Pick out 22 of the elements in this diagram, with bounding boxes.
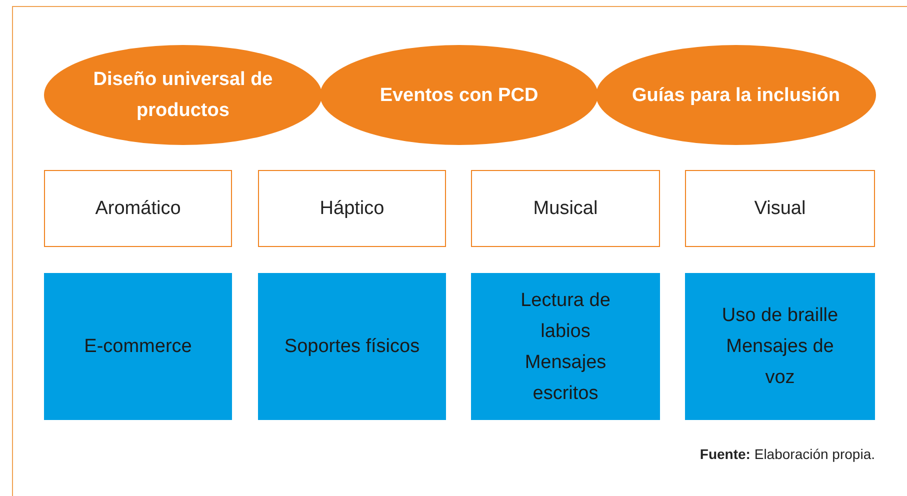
node-text: Mensajes de voz [725, 335, 835, 390]
node-text: Musical [533, 197, 598, 221]
sense-box [44, 170, 232, 247]
sense-box [258, 170, 446, 247]
source-note: Fuente: Elaboración propia. [700, 445, 875, 464]
channel-box [258, 273, 446, 420]
node-text: Eventos con PCD [380, 84, 538, 108]
node-text: Háptico [320, 197, 384, 221]
node-text: E-commerce [84, 335, 192, 359]
node-text: Uso de braille [722, 304, 838, 328]
node-text: Mensajes escritos [524, 350, 608, 406]
channel-box [685, 273, 875, 420]
channel-box [471, 273, 660, 420]
node-text: Aromático [95, 197, 181, 221]
sense-box [685, 170, 875, 247]
sense-box [471, 170, 660, 247]
node-text: Soportes físicos [284, 335, 420, 359]
channel-box [44, 273, 232, 420]
node-text: Lectura de labios [520, 288, 612, 344]
node-text: Visual [754, 197, 806, 221]
node-text: Diseño universal de productos [92, 68, 274, 123]
node-text: Guías para la inclusión [632, 84, 840, 108]
